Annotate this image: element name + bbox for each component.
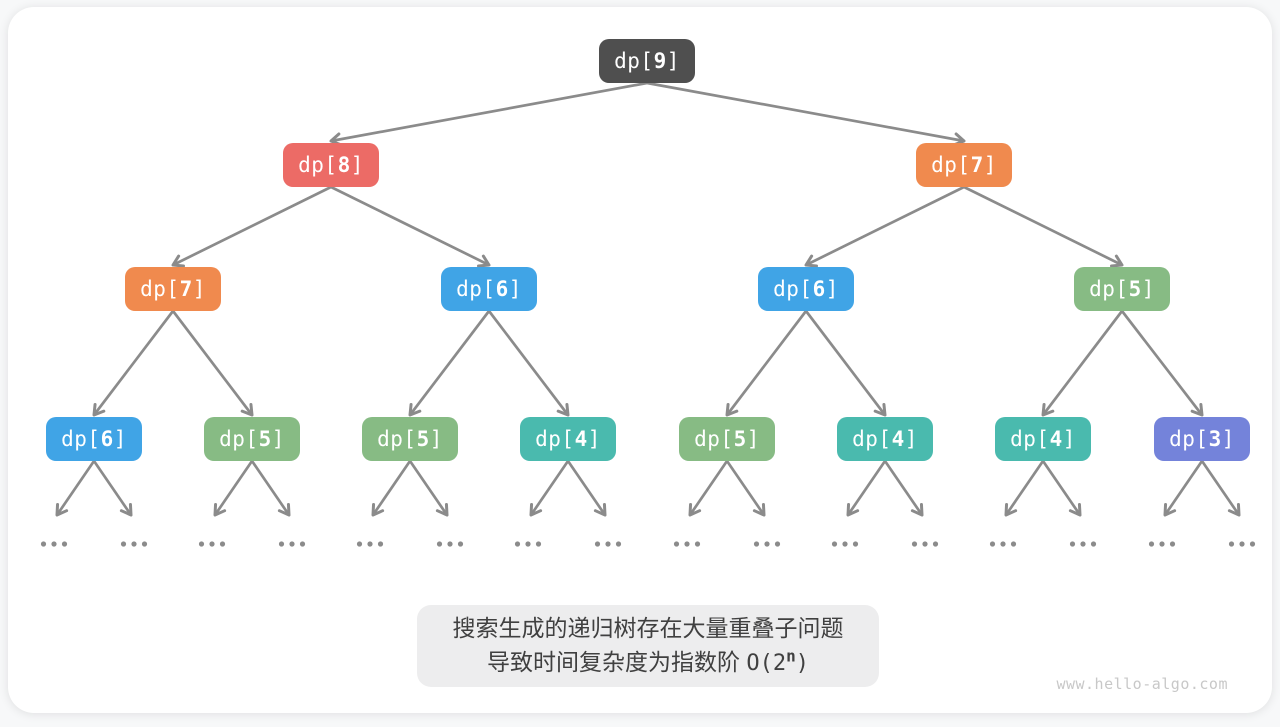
tree-node-dp4-l4: dp[4] <box>520 417 616 461</box>
tree-node-dp9-l1: dp[9] <box>599 39 695 83</box>
tree-node-dp4-l4: dp[4] <box>837 417 933 461</box>
tree-node-dp6-l3: dp[6] <box>441 267 537 311</box>
tree-node-dp5-l3: dp[5] <box>1074 267 1170 311</box>
formula-suffix: ) <box>795 651 810 676</box>
caption-line2: 导致时间复杂度为指数阶 O(2n) <box>487 645 809 681</box>
tree-node-dp6-l4: dp[6] <box>46 417 142 461</box>
watermark: www.hello-algo.com <box>1056 675 1228 693</box>
tree-node-dp7-l3: dp[7] <box>125 267 221 311</box>
tree-node-dp4-l4: dp[4] <box>995 417 1091 461</box>
tree-node-dp7-l2: dp[7] <box>916 143 1012 187</box>
caption-line1: 搜索生成的递归树存在大量重叠子问题 <box>452 615 844 641</box>
tree-node-dp5-l4: dp[5] <box>362 417 458 461</box>
complexity-formula: O(2n) <box>746 648 810 676</box>
tree-node-dp5-l4: dp[5] <box>204 417 300 461</box>
formula-prefix: O(2 <box>746 651 787 676</box>
caption-line2-text: 导致时间复杂度为指数阶 <box>486 649 747 675</box>
tree-node-dp3-l4: dp[3] <box>1154 417 1250 461</box>
formula-exponent: n <box>786 646 796 666</box>
tree-nodes-layer: dp[9] dp[8] dp[7] dp[7] dp[6] dp[6] dp[5] dp[6]… <box>8 7 1280 727</box>
diagram-card: dp[9] dp[8] dp[7] dp[7] dp[6] dp[6] dp[5] dp[6]… <box>8 7 1272 713</box>
tree-node-dp5-l4: dp[5] <box>679 417 775 461</box>
tree-node-dp8-l2: dp[8] <box>283 143 379 187</box>
caption-box: 搜索生成的递归树存在大量重叠子问题 导致时间复杂度为指数阶 O(2n) <box>417 605 879 687</box>
tree-node-dp6-l3: dp[6] <box>758 267 854 311</box>
